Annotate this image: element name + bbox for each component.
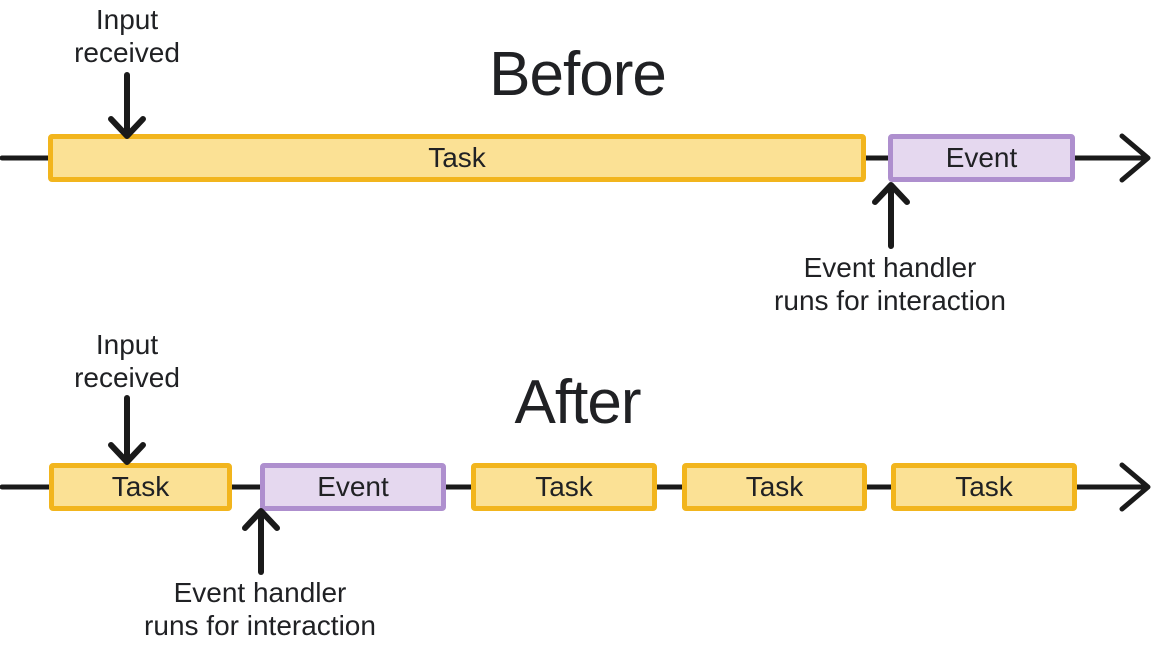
- before-handler-annotation: Event handler runs for interaction: [740, 251, 1040, 317]
- after-handler-arrowhead-icon: [242, 508, 280, 531]
- after-task-box-3: Task: [682, 463, 867, 511]
- timeline-before-arrowhead-icon: [1119, 133, 1151, 183]
- before-handler-line1: Event handler: [803, 252, 977, 283]
- after-event-label: Event: [317, 471, 389, 502]
- after-event-box: Event: [260, 463, 446, 511]
- after-task-2-label: Task: [535, 471, 593, 502]
- after-task-box-1: Task: [49, 463, 232, 511]
- after-input-line1: Input: [95, 329, 159, 360]
- before-handler-arrowhead-icon: [872, 182, 910, 205]
- after-handler-line1: Event handler: [173, 577, 347, 608]
- after-input-arrowhead-icon: [108, 442, 146, 465]
- after-task-3-label: Task: [745, 471, 804, 502]
- after-input-line2: received: [74, 362, 180, 393]
- after-task-box-4: Task: [891, 463, 1077, 511]
- after-title: After: [514, 368, 642, 437]
- after-task-box-2: Task: [471, 463, 657, 511]
- before-input-line1: Input: [95, 4, 159, 35]
- after-input-annotation: Input received: [0, 328, 277, 394]
- before-task-box: Task: [48, 134, 866, 182]
- after-task-1-label: Task: [111, 471, 170, 502]
- before-input-line2: received: [74, 37, 180, 68]
- after-task-4-label: Task: [955, 471, 1013, 502]
- before-task-label: Task: [428, 142, 486, 173]
- before-event-label: Event: [945, 142, 1018, 173]
- timeline-after-arrowhead-icon: [1119, 462, 1151, 512]
- before-handler-line2: runs for interaction: [774, 285, 1006, 316]
- before-title: Before: [489, 40, 667, 109]
- before-input-annotation: Input received: [0, 3, 277, 69]
- before-event-box: Event: [888, 134, 1075, 182]
- after-handler-annotation: Event handler runs for interaction: [110, 576, 410, 642]
- after-handler-line2: runs for interaction: [144, 610, 376, 641]
- before-input-arrowhead-icon: [108, 116, 146, 139]
